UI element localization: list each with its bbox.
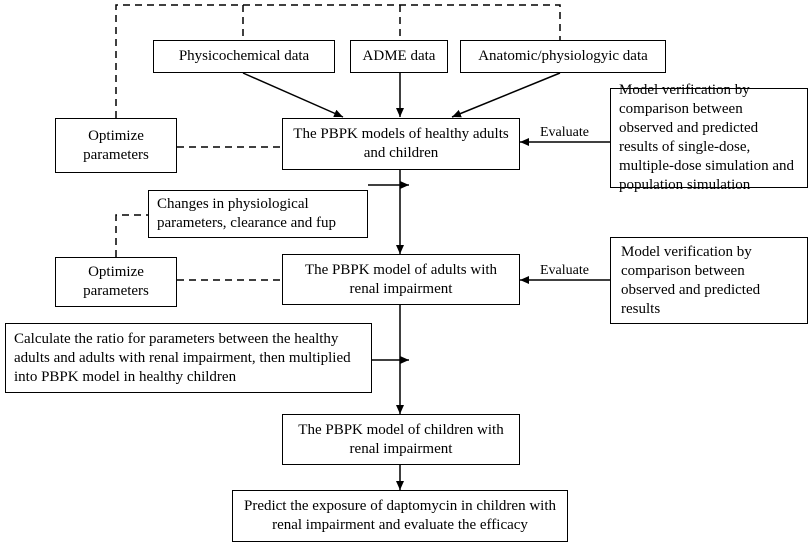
optimize-parameters-label-2: Optimize parameters	[83, 264, 149, 299]
adme-data-box: ADME data	[350, 40, 448, 73]
anatomic-data-box: Anatomic/physiologyic data	[460, 40, 666, 73]
model-verification-box-1: Model verification by comparison between…	[610, 82, 808, 193]
model-verification-box-2: Model verification by comparison between…	[610, 237, 808, 324]
renal-child-pbpk-model-box: The PBPK model of children with renal im…	[282, 414, 520, 465]
physicochemical-data-box: Physicochemical data	[153, 40, 335, 73]
ratio-calculation-label: Calculate the ratio for parameters betwe…	[14, 330, 351, 385]
healthy-pbpk-model-label: The PBPK models of healthy adults and ch…	[293, 126, 509, 161]
model-verification-label-2: Model verification by comparison between…	[621, 243, 761, 317]
changes-box: Changes in physiological parameters, cle…	[148, 190, 368, 238]
dashed-feedback-middle	[115, 214, 282, 281]
adme-data-label: ADME data	[362, 48, 436, 64]
optimize-parameters-label-1: Optimize parameters	[83, 127, 149, 163]
model-verification-label-1: Model verification by comparison between…	[619, 82, 794, 193]
optimize-parameters-box-1: Optimize parameters	[55, 118, 177, 173]
dashed-feedback-top	[115, 4, 561, 148]
predict-exposure-label: Predict the exposure of daptomycin in ch…	[243, 498, 556, 533]
evaluate-label-1: Evaluate	[540, 125, 589, 140]
renal-adult-pbpk-model-label: The PBPK model of adults with renal impa…	[304, 261, 498, 297]
solid-arrows	[242, 72, 610, 490]
ratio-calculation-box: Calculate the ratio for parameters betwe…	[5, 323, 372, 393]
changes-label: Changes in physiological parameters, cle…	[157, 196, 337, 231]
evaluate-label-2: Evaluate	[540, 263, 589, 278]
physicochemical-data-label: Physicochemical data	[178, 48, 310, 64]
anatomic-data-label: Anatomic/physiologyic data	[478, 48, 648, 64]
renal-child-pbpk-model-label: The PBPK model of children with renal im…	[298, 421, 504, 457]
renal-adult-pbpk-model-box: The PBPK model of adults with renal impa…	[282, 254, 520, 305]
predict-exposure-box: Predict the exposure of daptomycin in ch…	[232, 490, 568, 542]
optimize-parameters-box-2: Optimize parameters	[55, 257, 177, 307]
healthy-pbpk-model-box: The PBPK models of healthy adults and ch…	[282, 118, 520, 170]
